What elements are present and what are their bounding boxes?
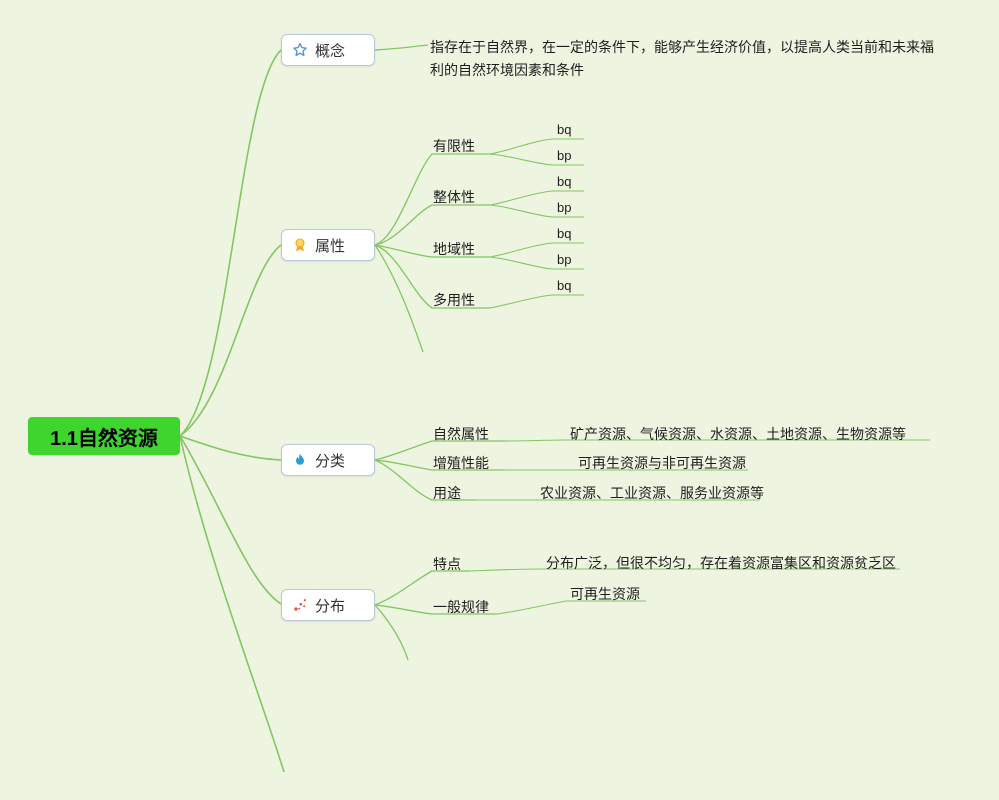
concept-description[interactable]: 指存在于自然界，在一定的条件下，能够产生经济价值，以提高人类当前和未来福利的自然… — [430, 39, 934, 78]
node-label[interactable]: 整体性 — [433, 189, 475, 205]
leaf-label[interactable]: bq — [557, 174, 572, 189]
node-label[interactable]: 增殖性能 — [433, 455, 489, 471]
topic-label: 概念 — [315, 42, 346, 60]
topic-label: 属性 — [315, 237, 346, 255]
root-node[interactable]: 1.1自然资源 — [28, 417, 180, 455]
leaf-label[interactable]: 农业资源、工业资源、服务业资源等 — [540, 485, 764, 501]
node-label[interactable]: 多用性 — [433, 292, 475, 308]
scatter-icon — [294, 599, 306, 611]
topic-box-distribution[interactable]: 分布 — [281, 589, 375, 621]
topic-box-attributes[interactable]: 属性 — [281, 229, 375, 261]
leaf-label[interactable]: 可再生资源 — [570, 586, 640, 602]
leaf-label[interactable]: bq — [557, 278, 572, 293]
node-label[interactable]: 有限性 — [433, 138, 475, 154]
node-label[interactable]: 地域性 — [433, 241, 475, 257]
node-label[interactable]: 自然属性 — [433, 426, 489, 442]
topic-box-concept[interactable]: 概念 — [281, 34, 375, 66]
node-label[interactable]: 一般规律 — [433, 599, 489, 615]
leaf-label[interactable]: bp — [557, 148, 572, 163]
node-label[interactable]: 特点 — [433, 556, 461, 572]
node-label[interactable]: 用途 — [433, 485, 461, 501]
leaf-label[interactable]: bp — [557, 252, 572, 267]
leaf-label[interactable]: bq — [557, 122, 572, 137]
topic-label: 分类 — [315, 452, 346, 470]
leaf-label[interactable]: bq — [557, 226, 572, 241]
leaf-label[interactable]: 矿产资源、气候资源、水资源、土地资源、生物资源等 — [570, 426, 906, 442]
leaf-label[interactable]: bp — [557, 200, 572, 215]
leaf-label[interactable]: 分布广泛，但很不均匀，存在着资源富集区和资源贫乏区 — [546, 555, 896, 571]
flame-icon — [296, 453, 304, 465]
topic-box-classification[interactable]: 分类 — [281, 444, 375, 476]
star-icon — [293, 42, 307, 57]
medal-icon — [295, 238, 305, 252]
topic-label: 分布 — [315, 597, 346, 615]
leaf-label[interactable]: 可再生资源与非可再生资源 — [578, 455, 746, 471]
